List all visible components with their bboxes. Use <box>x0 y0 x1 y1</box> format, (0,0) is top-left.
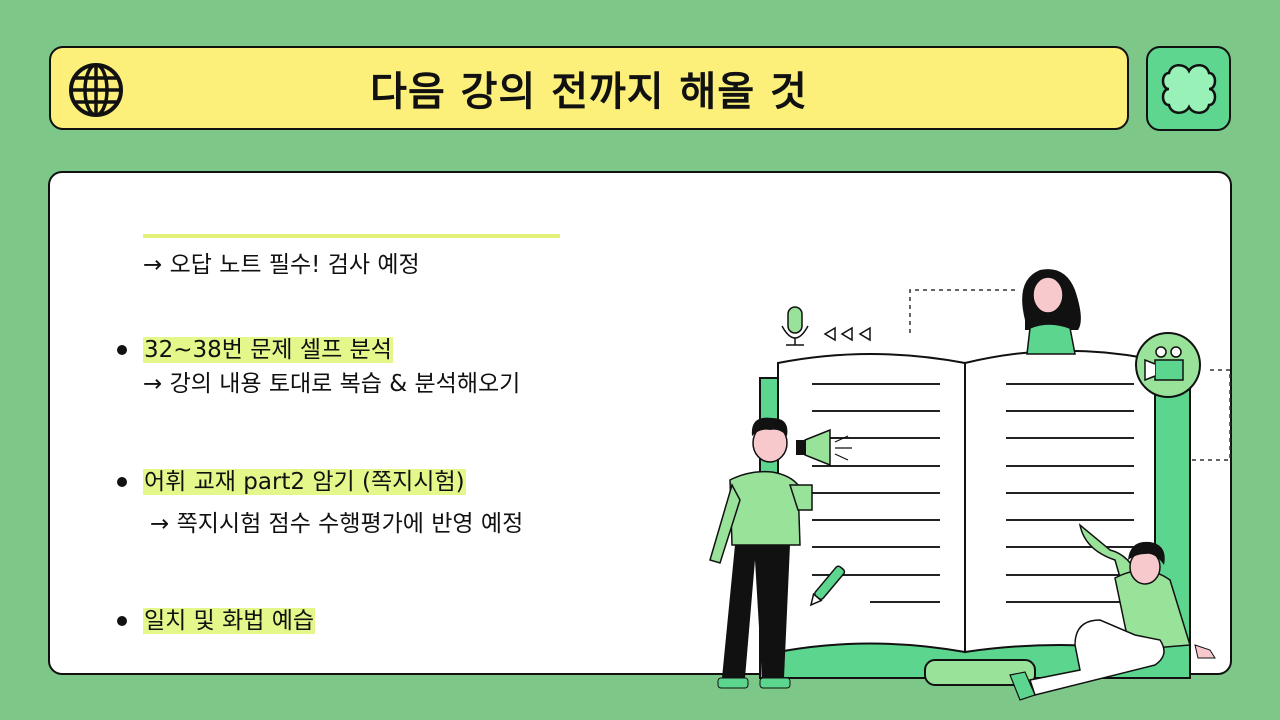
video-camera-icon <box>1135 332 1201 398</box>
item-1-title: 32~38번 문제 셀프 분석 <box>143 337 393 363</box>
item-2-note: → 쪽지시험 점수 수행평가에 반영 예정 <box>150 511 524 537</box>
clover-icon <box>1161 63 1216 114</box>
page-title: 다음 강의 전까지 해올 것 <box>370 69 808 115</box>
megaphone-icon <box>796 428 852 467</box>
pencil-icon <box>809 565 846 607</box>
globe-icon <box>69 63 123 117</box>
item-2-title: 어휘 교재 part2 암기 (쪽지시험) <box>143 469 466 495</box>
boy-figure <box>709 417 852 689</box>
book-illustration <box>709 269 1231 701</box>
intro-note: → 오답 노트 필수! 검사 예정 <box>143 252 420 278</box>
highlight-divider <box>143 234 560 238</box>
bullet-2 <box>117 477 127 487</box>
play-back-arrows-icon <box>823 326 871 342</box>
bullet-3 <box>117 616 127 626</box>
item-3-title: 일치 및 화법 예습 <box>143 608 316 634</box>
item-1-note: → 강의 내용 토대로 복습 & 분석해오기 <box>143 371 521 397</box>
microphone-icon <box>781 306 809 346</box>
header-bar: 다음 강의 전까지 해올 것 <box>49 46 1129 130</box>
clover-button[interactable] <box>1146 46 1231 131</box>
bullet-1 <box>117 345 127 355</box>
sitting-figure <box>1009 523 1216 701</box>
girl-top-figure <box>1022 269 1081 355</box>
